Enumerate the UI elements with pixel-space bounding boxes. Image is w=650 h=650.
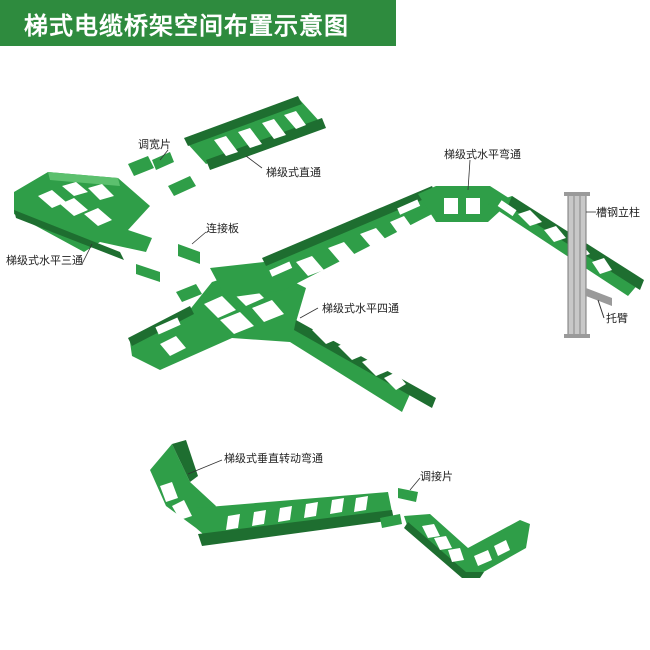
- horizontal-cross-tray: [128, 266, 436, 412]
- column-cap-bottom: [564, 334, 590, 338]
- elbow-label-tag-3: [497, 200, 517, 217]
- connector-piece-top: [168, 176, 196, 196]
- label-adjust-width-piece: 调宽片: [138, 137, 171, 151]
- cross-label-tag: [155, 317, 181, 335]
- label-vertical-elbow: 梯级式垂直转动弯通: [224, 451, 323, 465]
- connecting-plate-3: [176, 284, 202, 302]
- vertical-elbow-back: [172, 440, 198, 482]
- cross-rungs: [160, 284, 406, 390]
- straight-tray-rungs: [214, 111, 306, 156]
- descending-elbow-rungs: [422, 524, 510, 566]
- adjust-width-piece-1: [128, 156, 154, 176]
- column-body: [567, 193, 587, 337]
- elbow-top-rail: [262, 186, 436, 266]
- label-straight: 梯级式直通: [266, 165, 321, 179]
- vertical-elbow-tray: [150, 440, 394, 546]
- descending-elbow-rail: [404, 522, 484, 578]
- vertical-elbow-rungs: [160, 482, 368, 530]
- elbow-label-tag-1: [269, 261, 293, 277]
- elbow-label-tag-2: [397, 199, 421, 215]
- leader-lines: [81, 149, 596, 491]
- label-connecting-plate: 连接板: [206, 221, 239, 235]
- elbow-bend: [418, 186, 512, 222]
- tee-upper-lip: [48, 172, 120, 186]
- adjust-width-piece-2: [152, 152, 174, 170]
- label-horizontal-cross: 梯级式水平四通: [322, 302, 399, 315]
- straight-tray-back-rail: [184, 96, 302, 146]
- tee-rungs: [38, 182, 114, 226]
- straight-tray-section: [184, 96, 326, 170]
- straight-tray-front-rail: [206, 118, 326, 170]
- descending-elbow-tray: [404, 514, 530, 578]
- channel-steel-column: [564, 192, 590, 338]
- label-bracket-arm: 托臂: [606, 311, 628, 325]
- vertical-elbow-rise: [150, 444, 216, 528]
- label-channel-column: 槽钢立柱: [596, 205, 640, 219]
- adjust-joint-piece-1: [398, 488, 418, 502]
- label-horizontal-elbow: 梯级式水平弯通: [444, 147, 521, 161]
- adjust-joint-piece-2: [380, 514, 402, 528]
- vertical-elbow-front-rail: [198, 510, 394, 546]
- connecting-plate-2: [136, 264, 160, 282]
- horizontal-tee-tray: [14, 172, 152, 260]
- connecting-plate-1: [178, 244, 200, 264]
- bracket-pointer: [597, 299, 605, 319]
- tee-front-rail: [14, 210, 124, 260]
- elbow-long-run: [210, 196, 436, 298]
- label-adjust-joint-piece: 调接片: [420, 470, 453, 483]
- cross-body: [130, 266, 410, 412]
- bracket-arm: [586, 288, 612, 306]
- header-bar: 梯式电缆桥架空间布置示意图: [0, 0, 396, 46]
- page-title: 梯式电缆桥架空间布置示意图: [24, 12, 349, 40]
- label-horizontal-tee: 梯级式水平三通: [6, 254, 83, 267]
- column-cap-top: [564, 192, 590, 196]
